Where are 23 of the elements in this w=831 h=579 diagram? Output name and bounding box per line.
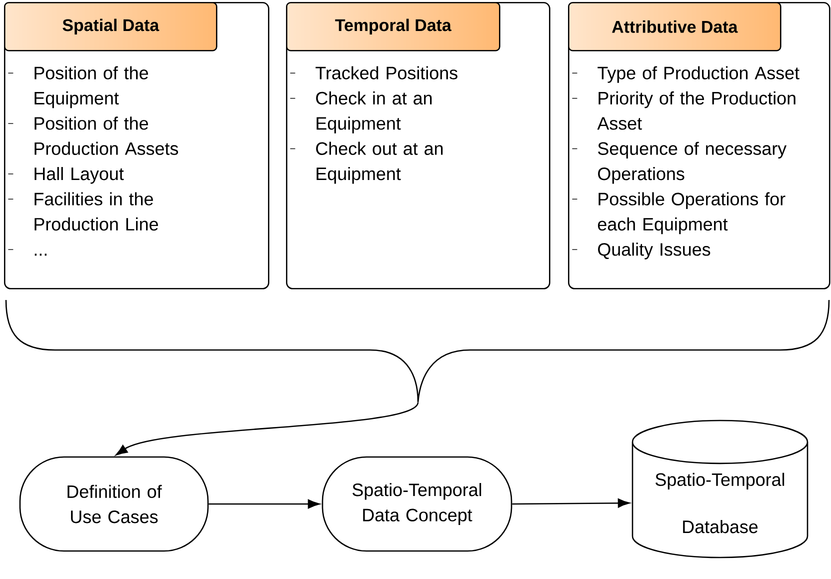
arrow (208, 499, 320, 509)
list-item: Sequence of necessary Operations (572, 142, 787, 184)
list-item: Type of Production Asset (572, 66, 800, 83)
rounded-box: Spatio-Temporal Data Concept (322, 456, 512, 552)
list-item: Facilities in the Production Line (8, 192, 158, 231)
list-item: Hall Layout (8, 167, 124, 184)
list-item: ... (8, 249, 47, 256)
rounded-box: Definition of Use Cases (19, 456, 209, 552)
list-item: Check out at an Equipment (290, 142, 443, 184)
list-item: Priority of the Production Asset (572, 91, 796, 130)
list-item: Possible Operations for each Equipment (572, 192, 786, 234)
list-item: Tracked Positions (290, 66, 458, 80)
heading-tab: Attributive Data (568, 2, 782, 52)
list-item: Position of the Equipment (8, 66, 148, 108)
database-cylinder: Spatio-Temporal Database (632, 420, 808, 558)
arrow (116, 402, 418, 456)
list-item: Position of the Production Assets (8, 116, 178, 155)
heading-tab: Spatial Data (4, 2, 218, 52)
curly-brace (5, 300, 830, 403)
arrow (512, 498, 630, 508)
heading-tab: Temporal Data (286, 2, 500, 52)
list-item: Check in at an Equipment (290, 91, 432, 134)
list-item: Quality Issues (572, 242, 710, 260)
